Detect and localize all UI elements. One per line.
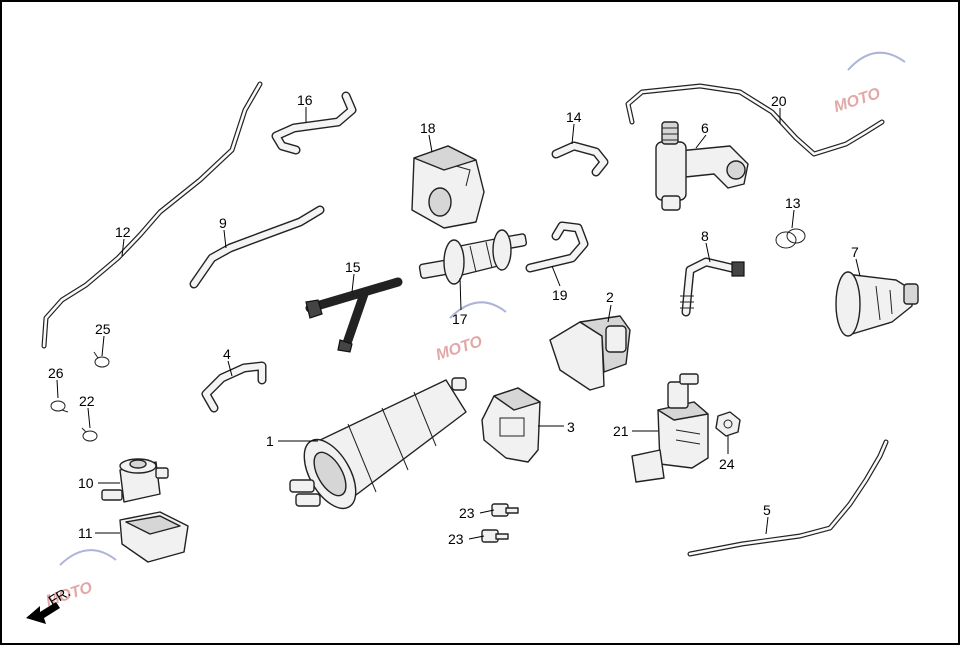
watermark-top-right: MOTO [832, 51, 906, 116]
part-25-clamp [93, 351, 110, 368]
front-arrow-icon [26, 602, 60, 624]
callout-1: 1 [266, 433, 274, 449]
part-4-hose [201, 361, 267, 413]
svg-text:MOTO: MOTO [832, 85, 883, 116]
callout-2: 2 [606, 289, 614, 305]
part-23-bolt-upper [491, 503, 519, 517]
part-22-clamp [81, 427, 98, 442]
part-1-canister [289, 377, 467, 510]
callout-3: 3 [567, 419, 575, 435]
callout-11: 11 [78, 525, 93, 541]
part-19-bent-hose [525, 221, 589, 273]
callout-5: 5 [763, 502, 771, 518]
part-18-damper-block [411, 145, 485, 229]
callout-26: 26 [48, 365, 64, 381]
callout-17: 17 [452, 311, 468, 327]
watermark-center: MOTO [434, 301, 507, 364]
callout-9: 9 [219, 215, 227, 231]
callout-23-upper: 23 [459, 505, 475, 521]
callout-4: 4 [223, 346, 231, 362]
part-2-connector-housing [549, 315, 631, 391]
part-20-long-line [625, 83, 885, 157]
callout-22: 22 [79, 393, 95, 409]
part-21-solenoid-valve [631, 373, 709, 483]
callout-24: 24 [719, 456, 735, 472]
part-12-long-fuel-line [41, 81, 263, 349]
callout-6: 6 [701, 120, 709, 136]
part-9-hose [189, 205, 325, 289]
callout-16: 16 [297, 92, 313, 108]
callout-14: 14 [566, 109, 582, 125]
callout-20: 20 [771, 93, 787, 109]
part-7-protective-cap [835, 271, 919, 337]
callout-23-lower: 23 [448, 531, 464, 547]
part-10-fuel-filter [101, 458, 169, 503]
part-15-t-connector [305, 277, 403, 353]
part-11-holder [119, 511, 189, 563]
callout-10: 10 [78, 475, 94, 491]
part-16-molded-hose [271, 91, 357, 155]
part-13-o-rings [775, 228, 806, 249]
callout-18: 18 [420, 120, 436, 136]
callout-21: 21 [613, 423, 629, 439]
svg-text:MOTO: MOTO [434, 333, 485, 364]
part-5-long-pipe [687, 439, 889, 557]
callout-numbers: 1 2 3 4 5 6 7 8 9 10 11 12 13 14 15 16 1… [48, 92, 859, 547]
callout-8: 8 [701, 228, 709, 244]
callout-25: 25 [95, 321, 111, 337]
callout-12: 12 [115, 224, 131, 240]
part-17-inline-filter [418, 229, 528, 285]
callout-13: 13 [785, 195, 801, 211]
callout-7: 7 [851, 244, 859, 260]
part-14-small-hose [551, 141, 609, 177]
part-23-bolt-lower [481, 529, 509, 543]
part-8-connector-hose [680, 257, 745, 317]
callout-19: 19 [552, 287, 568, 303]
part-26-clamp [50, 400, 69, 413]
callout-15: 15 [345, 259, 361, 275]
leader-lines [56, 107, 861, 540]
part-3-mounting-bracket [481, 387, 541, 463]
part-24-washer [715, 411, 741, 437]
part-6-valve-bracket [655, 121, 749, 211]
